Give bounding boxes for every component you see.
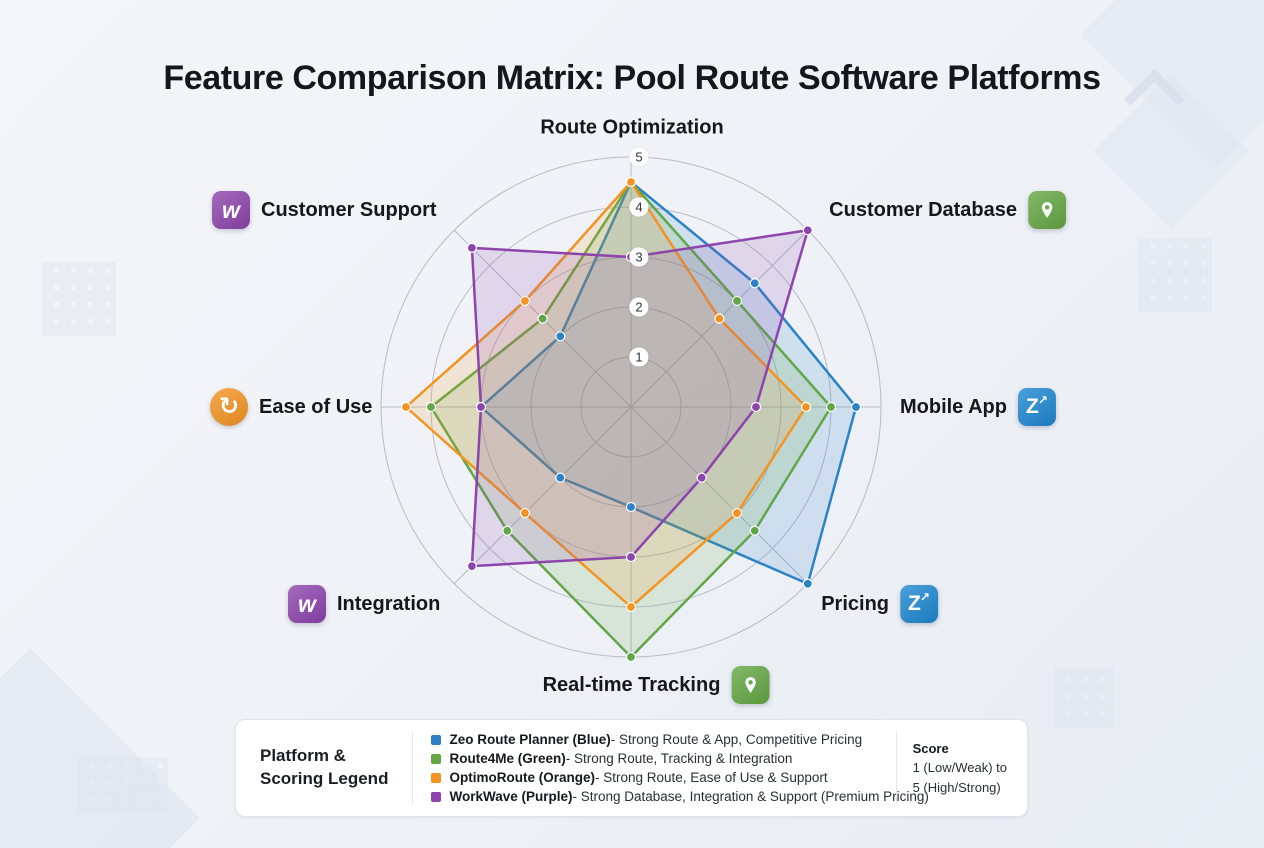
grid-spoke [630, 406, 809, 585]
data-point-zeo-route-planner [555, 472, 566, 483]
data-point-optimoroute [400, 401, 412, 413]
data-point-workwave [466, 560, 478, 572]
decoration-pixel-grid [1138, 238, 1212, 312]
data-point-route4me [825, 401, 837, 413]
data-point-zeo-route-planner [749, 278, 760, 289]
axis-label-ease-of-use: ↻ Ease of Use [210, 388, 372, 426]
data-point-zeo-route-planner [625, 501, 637, 513]
zeo-arrow-glyph: ↗ [1037, 393, 1048, 407]
zeo-icon: Z↗ [900, 585, 938, 623]
legend-items: Zeo Route Planner (Blue) - Strong Route … [413, 732, 929, 804]
legend-divider [895, 732, 897, 804]
data-point-zeo-route-planner [850, 401, 862, 413]
axis-label-customer-support: w Customer Support [212, 191, 437, 229]
legend-item-label: WorkWave (Purple) [449, 789, 573, 804]
refresh-arrows-glyph: ↻ [218, 393, 240, 420]
data-point-route4me [625, 651, 637, 663]
data-point-workwave [696, 472, 707, 483]
decoration-pixel-grid [1054, 668, 1114, 728]
data-point-route4me [731, 295, 743, 307]
axis-label-text: Real-time Tracking [542, 673, 721, 696]
axis-label-text: Integration [337, 592, 441, 615]
legend-swatch [431, 772, 442, 783]
data-point-workwave [475, 401, 487, 413]
legend-item-desc: - Strong Route, Tracking & Integration [565, 751, 793, 766]
route4me-pin-icon [1028, 191, 1066, 229]
legend-item-desc: - Strong Route & App, Competitive Pricin… [610, 732, 863, 747]
data-point-optimoroute [800, 401, 812, 413]
data-point-optimoroute [625, 601, 637, 613]
score-heading: Score [912, 740, 949, 756]
data-point-workwave [466, 242, 478, 254]
legend-item-desc: - Strong Database, Integration & Support… [572, 789, 929, 804]
zeo-glyph: Z [1026, 395, 1039, 418]
axis-label-text: Customer Support [261, 198, 437, 221]
legend-divider [412, 732, 414, 804]
score-line1: 1 (Low/Weak) to [912, 760, 1007, 776]
data-point-route4me [425, 401, 437, 413]
radar-chart-svg [380, 156, 882, 663]
decoration-pixel-grid [78, 758, 168, 814]
workwave-glyph: w [298, 590, 316, 617]
data-point-workwave [625, 251, 637, 263]
axis-label-mobile-app: Mobile App Z↗ [900, 388, 1056, 426]
axis-label-text: Customer Database [829, 198, 1017, 221]
axis-label-pricing: Pricing Z↗ [821, 585, 938, 623]
decoration-square [0, 648, 200, 848]
optimoroute-refresh-icon: ↻ [210, 388, 248, 426]
data-point-zeo-route-planner [802, 578, 813, 589]
workwave-glyph: w [222, 196, 240, 223]
axis-label-text: Route Optimization [540, 116, 724, 139]
legend-item: Route4Me (Green) - Strong Route, Trackin… [431, 751, 877, 766]
workwave-icon: w [288, 585, 326, 623]
data-point-workwave [625, 551, 637, 563]
data-point-optimoroute [625, 176, 637, 188]
data-point-route4me [537, 313, 548, 324]
axis-label-text: Mobile App [899, 395, 1007, 418]
legend-item-label: Route4Me (Green) [449, 751, 566, 766]
axis-label-text: Ease of Use [259, 395, 373, 418]
legend-swatch [431, 791, 442, 802]
data-point-route4me [749, 525, 760, 536]
zeo-arrow-glyph: ↗ [919, 590, 930, 604]
data-point-workwave [802, 225, 813, 236]
legend-title-line2: Scoring Legend [260, 769, 389, 788]
axis-label-integration: w Integration [288, 585, 440, 623]
legend-swatch [431, 753, 442, 764]
map-pin-glyph [1041, 202, 1053, 218]
route4me-pin-icon [731, 666, 770, 704]
data-point-optimoroute [714, 313, 725, 324]
legend-item: WorkWave (Purple) - Strong Database, Int… [431, 789, 929, 804]
data-point-optimoroute [519, 295, 531, 307]
data-point-route4me [502, 525, 513, 536]
legend-swatch [431, 734, 442, 745]
page-title: Feature Comparison Matrix: Pool Route So… [163, 58, 1101, 97]
data-point-zeo-route-planner [555, 331, 566, 342]
axis-label-customer-database: Customer Database [829, 191, 1066, 229]
legend-item-desc: - Strong Route, Ease of Use & Support [594, 770, 828, 785]
axis-label-route-optimization: Route Optimization [540, 117, 723, 140]
legend-title-line1: Platform & [260, 746, 346, 766]
legend: Platform & Scoring Legend Zeo Route Plan… [235, 719, 1028, 817]
data-point-optimoroute [519, 507, 531, 519]
decoration-pixel-grid [42, 262, 116, 336]
legend-title: Platform & Scoring Legend [236, 745, 412, 791]
grid-spoke [453, 406, 632, 585]
legend-item: OptimoRoute (Orange) - Strong Route, Eas… [431, 770, 877, 785]
zeo-icon: Z↗ [1018, 388, 1056, 426]
data-point-workwave [750, 401, 762, 413]
map-pin-glyph [745, 677, 756, 693]
axis-label-real-time-tracking: Real-time Tracking [543, 666, 770, 704]
score-line2: 5 (High/Strong) [912, 779, 1001, 795]
data-point-optimoroute [731, 507, 743, 519]
zeo-glyph: Z [908, 592, 921, 615]
legend-item-label: Zeo Route Planner (Blue) [449, 732, 611, 747]
axis-label-text: Pricing [821, 592, 889, 615]
legend-item-label: OptimoRoute (Orange) [449, 770, 595, 785]
score-legend: Score 1 (Low/Weak) to 5 (High/Strong) [897, 739, 1027, 798]
legend-item: Zeo Route Planner (Blue) - Strong Route … [431, 732, 877, 747]
workwave-icon: w [212, 191, 250, 229]
